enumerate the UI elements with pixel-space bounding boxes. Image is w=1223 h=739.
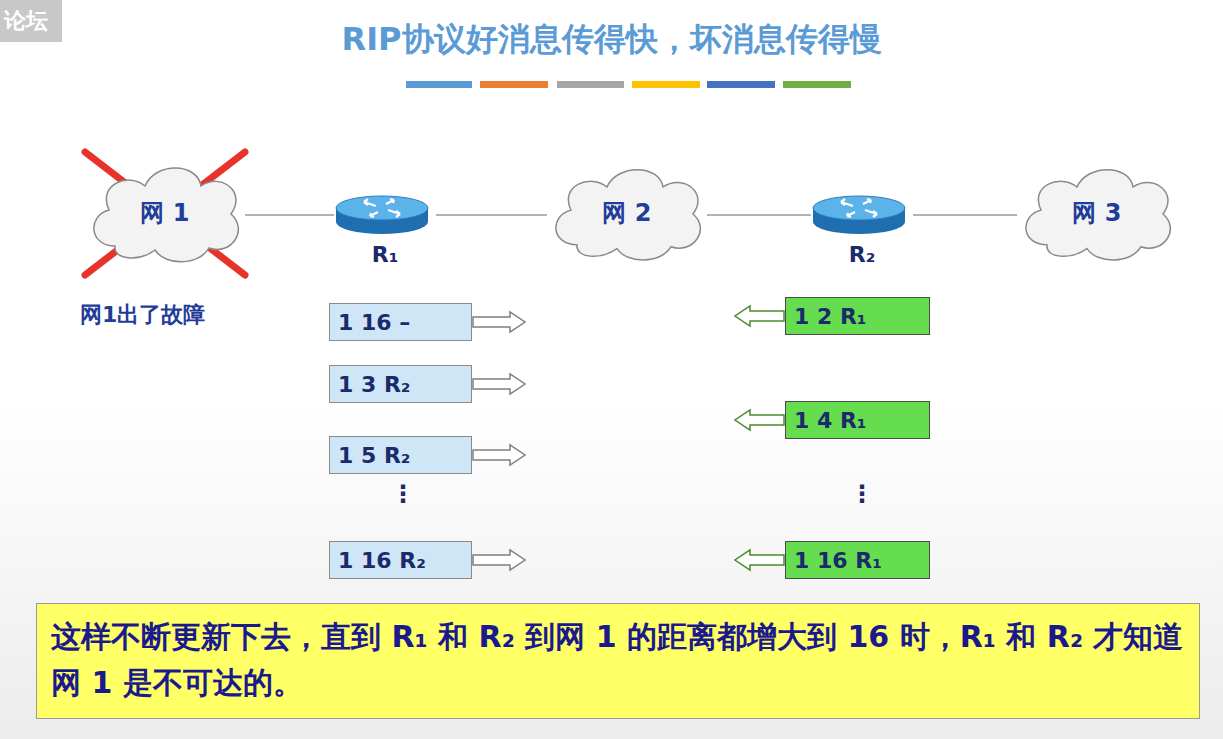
cross-stroke: [85, 152, 245, 275]
routing-entry: 1 16 R₁: [794, 548, 882, 573]
hollow-arrow: [735, 306, 784, 326]
color-bar: [783, 81, 851, 88]
router-node: R₁: [334, 192, 436, 272]
color-bar: [557, 81, 624, 88]
hollow-arrow: [473, 374, 525, 394]
router-name: R₂: [811, 242, 913, 267]
routing-entry: 1 3 R₂: [338, 372, 411, 397]
routing-entry: 1 16 –: [338, 310, 410, 335]
routing-entry: 1 4 R₁: [794, 408, 867, 433]
caption-box: 这样不断更新下去，直到 R₁ 和 R₂ 到网 1 的距离都增大到 16 时，R₁…: [36, 603, 1200, 719]
router-arrows: [841, 199, 877, 217]
hollow-arrow: [473, 312, 525, 332]
router-arrows: [364, 199, 400, 217]
network-cloud: 网 2: [547, 160, 707, 266]
router-icon: [334, 192, 430, 238]
failure-note: 网1出了故障: [80, 300, 205, 330]
routing-entry: 1 16 R₂: [338, 548, 426, 573]
cloud-shape: [556, 170, 700, 260]
routing-entry: 1 2 R₁: [794, 304, 867, 329]
hollow-arrow: [735, 410, 784, 430]
link-line: [245, 214, 334, 216]
link-line: [913, 214, 1017, 216]
router-top: [336, 196, 428, 220]
routing-message-box: 1 2 R₁: [785, 297, 930, 335]
cross-stroke: [85, 152, 245, 275]
watermark-patch: [0, 0, 62, 42]
color-bar: [480, 81, 548, 88]
router-name: R₁: [334, 242, 436, 267]
cloud-shape: [1026, 170, 1170, 260]
network-cloud: 网 3: [1017, 160, 1177, 266]
link-line: [707, 214, 811, 216]
color-bar: [406, 81, 472, 88]
hollow-arrows: [735, 306, 784, 570]
routing-message-box: 1 16 –: [329, 303, 472, 341]
routing-message-box: 1 16 R₂: [329, 541, 472, 579]
router-top: [813, 196, 905, 220]
router-node: R₂: [811, 192, 913, 272]
network-cloud: 网 1: [85, 158, 245, 268]
slide-title: RIP协议好消息传得快，坏消息传得慢: [0, 18, 1223, 62]
caption-text: 这样不断更新下去，直到 R₁ 和 R₂ 到网 1 的距离都增大到 16 时，R₁…: [51, 614, 1185, 706]
routing-message-box: 1 4 R₁: [785, 401, 930, 439]
routing-message-box: 1 3 R₂: [329, 365, 472, 403]
ellipsis: ⋮: [850, 480, 874, 508]
hollow-arrow: [473, 550, 525, 570]
routing-message-box: 1 5 R₂: [329, 436, 472, 474]
hollow-arrows: [473, 312, 525, 570]
routing-entry: 1 5 R₂: [338, 443, 411, 468]
hollow-arrow: [735, 550, 784, 570]
ellipsis: ⋮: [391, 480, 415, 508]
routing-message-box: 1 16 R₁: [785, 541, 930, 579]
link-line: [436, 214, 547, 216]
network-name: 网 1: [140, 197, 189, 229]
watermark: 论坛: [4, 6, 48, 36]
cloud-shape: [94, 168, 238, 262]
color-bar: [632, 81, 700, 88]
hollow-arrow: [473, 445, 525, 465]
router-icon: [811, 192, 907, 238]
color-bars: [406, 81, 851, 88]
network-name: 网 2: [602, 197, 651, 229]
color-bar: [707, 81, 775, 88]
network-name: 网 3: [1072, 197, 1121, 229]
